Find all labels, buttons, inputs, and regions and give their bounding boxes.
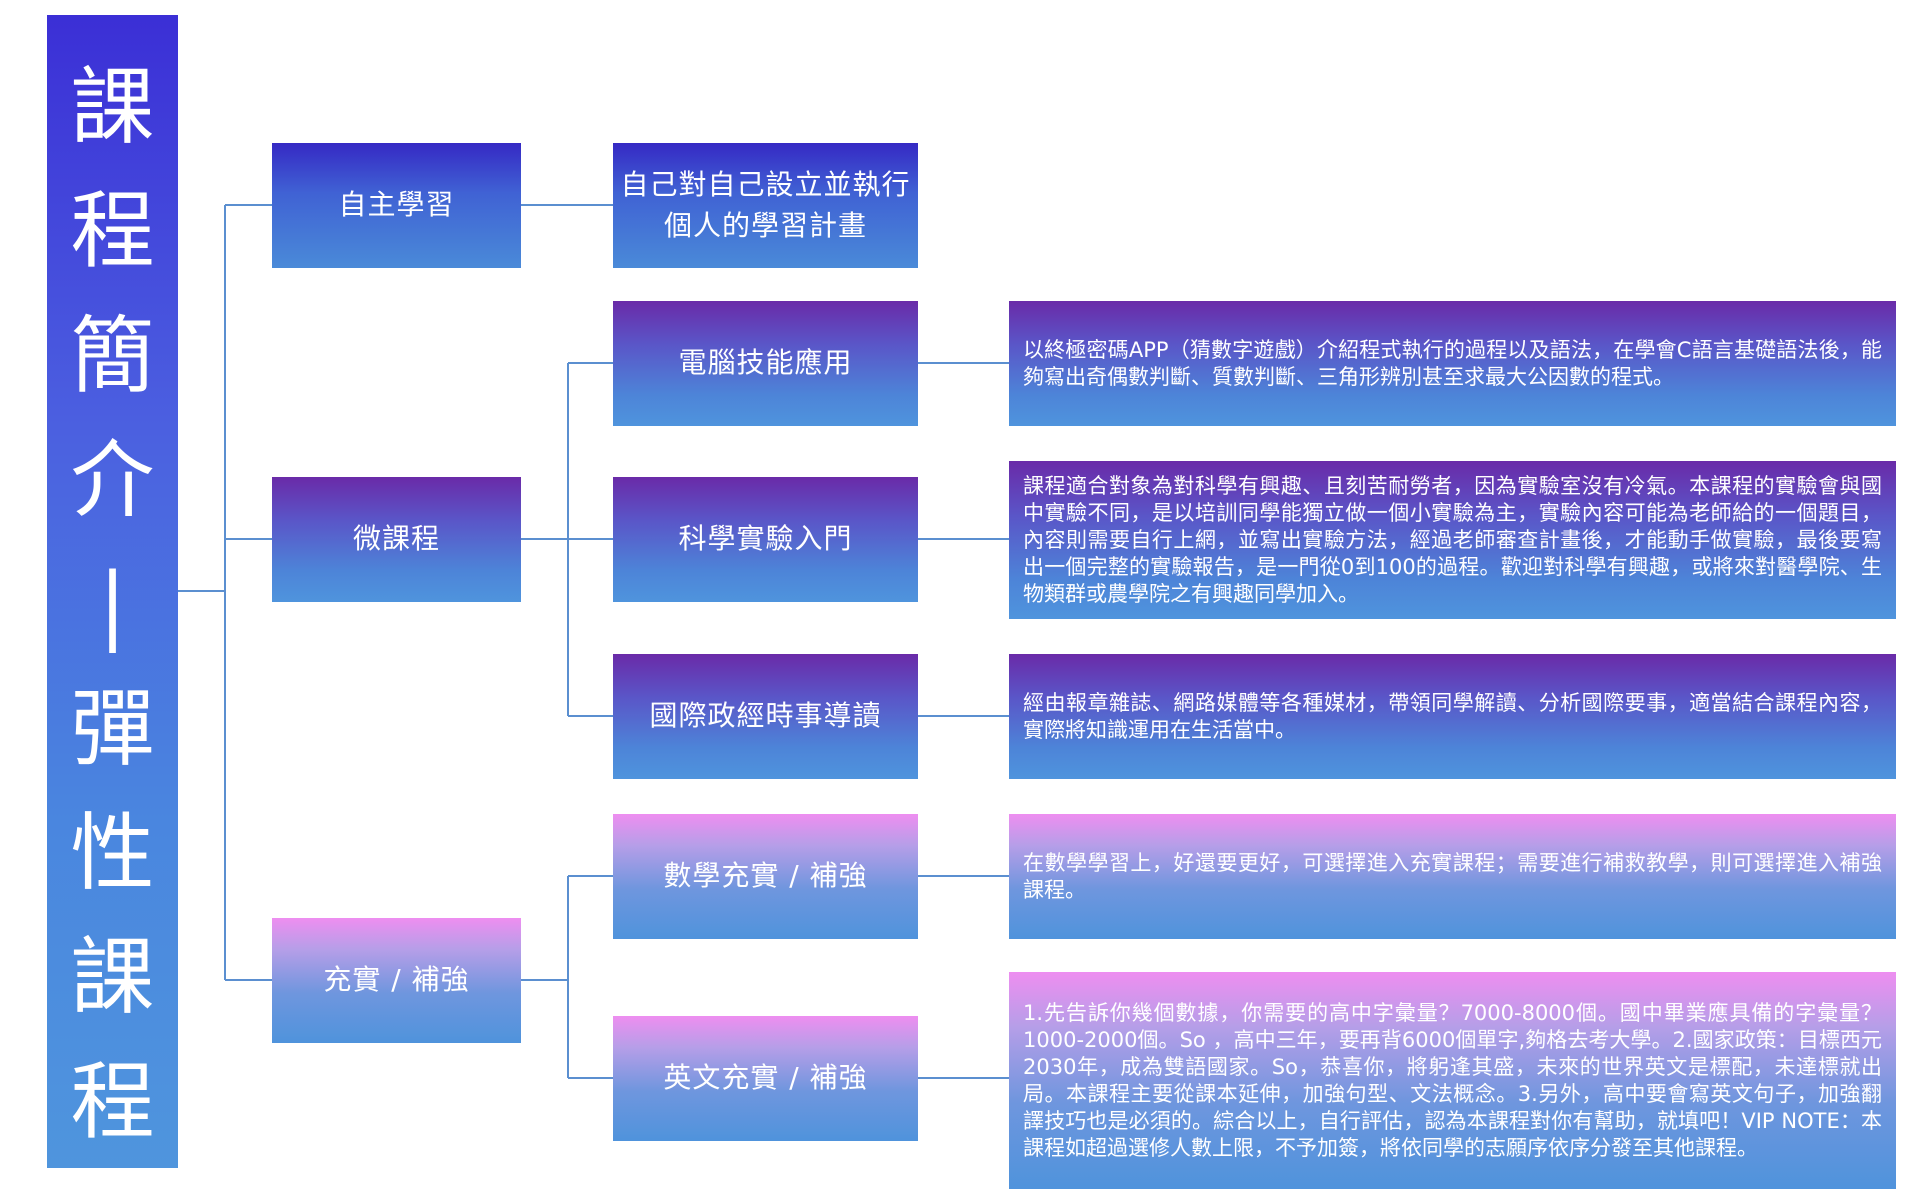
- course-computer-skills: 電腦技能應用: [613, 301, 918, 426]
- category-self-study: 自主學習: [272, 143, 521, 268]
- title-char: |: [98, 555, 127, 654]
- page-title: 課 程 簡 介 | 彈 性 課 程: [47, 15, 178, 1168]
- course-description: 課程適合對象為對科學有興趣、且刻苦耐勞者，因為實驗室沒有冷氣。本課程的實驗會與國…: [1009, 461, 1896, 619]
- course-international-affairs: 國際政經時事導讀: [613, 654, 918, 779]
- self-study-detail: 自己對自己設立並執行個人的學習計畫: [613, 143, 918, 268]
- title-char: 課: [70, 58, 155, 156]
- title-char: 介: [70, 430, 155, 529]
- title-char: 程: [70, 182, 155, 281]
- course-description: 經由報章雜誌、網路媒體等各種媒材，帶領同學解讀、分析國際要事，適當結合課程內容，…: [1009, 654, 1896, 779]
- course-english-enrichment: 英文充實 / 補強: [613, 1016, 918, 1141]
- title-char: 簡: [70, 306, 155, 405]
- title-char: 程: [70, 1052, 155, 1151]
- course-description: 在數學學習上，好還要更好，可選擇進入充實課程；需要進行補救教學，則可選擇進入補強…: [1009, 814, 1896, 939]
- category-micro-course: 微課程: [272, 477, 521, 602]
- title-char: 課: [70, 928, 155, 1027]
- course-description: 以終極密碼APP（猜數字遊戲）介紹程式執行的過程以及語法，在學會C語言基礎語法後…: [1009, 301, 1896, 426]
- title-char: 彈: [70, 679, 155, 778]
- course-math-enrichment: 數學充實 / 補強: [613, 814, 918, 939]
- category-enrichment: 充實 / 補強: [272, 918, 521, 1043]
- title-char: 性: [70, 803, 155, 902]
- course-science-experiment: 科學實驗入門: [613, 477, 918, 602]
- course-description: 1.先告訴你幾個數據，你需要的高中字彙量？7000-8000個。國中畢業應具備的…: [1009, 972, 1896, 1189]
